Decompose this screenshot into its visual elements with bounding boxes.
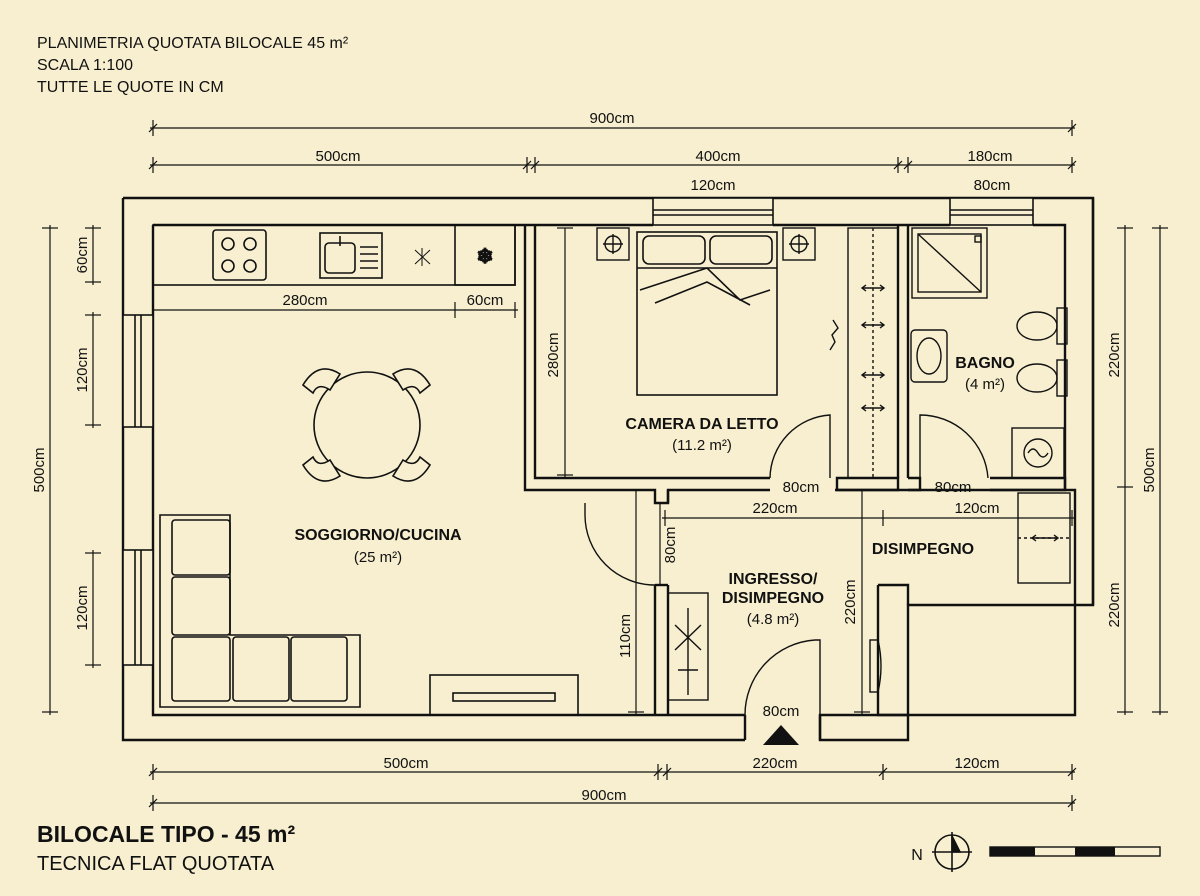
dim-door-living: 80cm (662, 527, 679, 564)
corridor-cabinet (1017, 492, 1071, 584)
door-bedroom (769, 414, 831, 479)
bathroom-fixtures (910, 227, 1068, 479)
dim-bottom-c: 120cm (954, 755, 999, 772)
dim-door-bedroom: 80cm (783, 479, 820, 496)
dim-wall-110: 110cm (617, 614, 634, 658)
window-bathroom (949, 197, 1034, 226)
room-name-bagno: BAGNO (955, 355, 1015, 372)
fridge-icon (454, 224, 516, 286)
dim-window-bedroom: 120cm (690, 177, 735, 194)
kitchen-counter: ❄ (152, 224, 516, 286)
tv-unit (429, 674, 579, 716)
double-bed (636, 231, 778, 396)
dining-table (301, 368, 432, 482)
shower-icon (911, 227, 988, 299)
plan-scale: SCALA 1:100 (37, 57, 134, 74)
north-arrow-icon (932, 832, 972, 872)
room-labels: SOGGIORNO/CUCINA (25 m²) CAMERA DA LETTO… (294, 355, 1014, 628)
dim-top-b: 400cm (695, 148, 740, 165)
dim-right-top: 220cm (1106, 332, 1123, 377)
room-area-camera: (11.2 m²) (672, 437, 732, 454)
dim-window-bath: 80cm (974, 177, 1011, 194)
door-living (584, 503, 656, 586)
entrance-arrow-icon (763, 725, 799, 745)
doors (584, 414, 989, 716)
coat-rack (667, 592, 709, 701)
outer-wall-outline (123, 196, 1095, 742)
dim-corridor-a: 220cm (752, 500, 797, 517)
room-name-soggiorno: SOGGIORNO/CUCINA (294, 527, 462, 544)
svg-text:❄: ❄ (477, 246, 494, 268)
dim-left-window-2: 120cm (74, 585, 91, 630)
window-bedroom (652, 197, 774, 226)
dim-bottom-b: 220cm (752, 755, 797, 772)
plan-title: PLANIMETRIA QUOTATA BILOCALE 45 m² (37, 35, 349, 52)
north-label: N (911, 847, 923, 864)
plan-units-note: TUTTE LE QUOTE IN CM (37, 79, 224, 96)
window-living-1 (122, 314, 154, 428)
room-area-ingresso: (4.8 m²) (747, 611, 800, 628)
dim-right-bottom: 220cm (1106, 582, 1123, 627)
door-entry (744, 639, 821, 716)
dining-chair (301, 368, 432, 482)
washing-machine-icon (1011, 427, 1065, 479)
dim-left-total: 500cm (31, 447, 48, 492)
room-name-camera: CAMERA DA LETTO (625, 416, 778, 433)
dim-top-total: 900cm (589, 110, 634, 127)
dim-kitchen-length: 280cm (282, 292, 327, 309)
dim-entry-door: 80cm (763, 703, 800, 720)
door-bathroom (919, 414, 989, 479)
dishwasher-icon (414, 248, 431, 266)
dim-top-c: 180cm (967, 148, 1012, 165)
room-area-bagno: (4 m²) (965, 376, 1005, 393)
windows (122, 197, 1034, 666)
room-area-soggiorno: (25 m²) (354, 549, 402, 566)
room-name-ingresso-2: DISIMPEGNO (722, 590, 824, 607)
window-living-2 (122, 549, 154, 666)
radiator (869, 639, 882, 693)
dim-top-a: 500cm (315, 148, 360, 165)
sofa (159, 514, 361, 708)
dimension-labels: 900cm 500cm 400cm 180cm 120cm 80cm 280cm… (31, 110, 1158, 804)
footer-subtitle: TECNICA FLAT QUOTATA (37, 853, 275, 875)
walls (121, 196, 1095, 742)
footer-title: BILOCALE TIPO - 45 m² (37, 821, 296, 847)
dim-corridor-depth: 220cm (842, 579, 859, 624)
dim-door-bath: 80cm (935, 479, 972, 496)
room-name-ingresso-1: INGRESSO/ (729, 571, 818, 588)
dim-right-total: 500cm (1141, 447, 1158, 492)
scale-bar (989, 846, 1161, 857)
dim-corridor-b: 120cm (954, 500, 999, 517)
dim-kitchen-depth: 60cm (74, 237, 91, 274)
dim-kitchen-fridge: 60cm (467, 292, 504, 309)
dim-bottom-a: 500cm (383, 755, 428, 772)
nightstand-lamp-icon (596, 227, 816, 261)
dim-bottom-total: 900cm (581, 787, 626, 804)
dim-bedroom-depth: 280cm (545, 332, 562, 377)
dimension-lines (42, 120, 1168, 811)
sink-icon (319, 232, 383, 279)
stove-icon (212, 229, 267, 281)
washbasin-icon (910, 329, 948, 383)
wardrobe (829, 227, 899, 479)
dim-left-window-1: 120cm (74, 347, 91, 392)
room-name-disimpegno: DISIMPEGNO (872, 541, 974, 558)
